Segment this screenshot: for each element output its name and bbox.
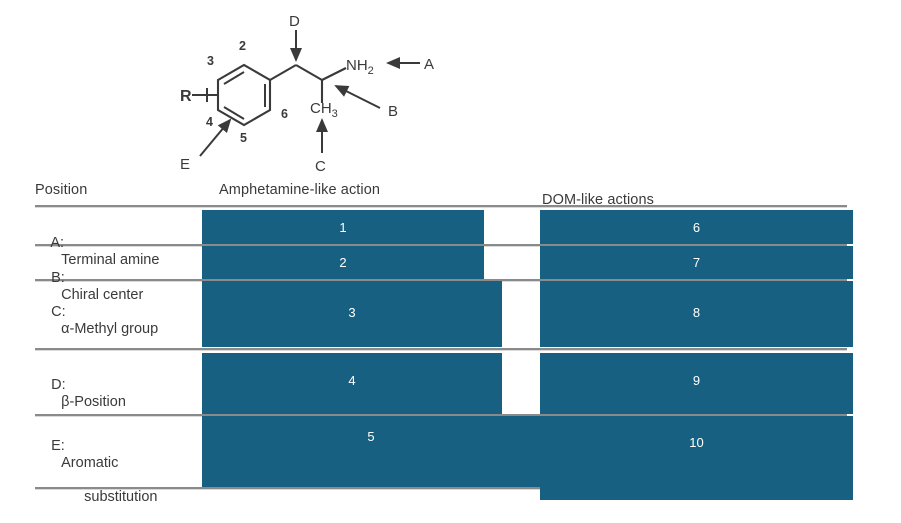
bar-value-dom-d: 9: [692, 373, 701, 388]
row-text-b: Chiral center: [61, 287, 144, 303]
bar-amphetamine-b: [202, 246, 484, 279]
row-text-e: Aromatic: [61, 455, 119, 471]
row-text-e-line2: substitution: [84, 489, 158, 505]
bar-value-dom-c: 8: [692, 305, 701, 320]
chemical-structure-figure: R NH2 CH3 2 3 4 5 6 D A B C: [180, 8, 480, 183]
bar-dom-e: [540, 416, 853, 500]
row-label-b: B: Chiral center: [35, 253, 143, 321]
callout-arrow-B: [334, 85, 381, 109]
callout-label-B: B: [388, 103, 398, 120]
ring-number-6: 6: [281, 107, 288, 121]
row-label-c: C: α-Methyl group: [35, 287, 158, 355]
row-label-d: D: β-Position: [35, 360, 126, 428]
callout-label-A: A: [424, 56, 434, 73]
benzene-ring: [216, 63, 272, 127]
row-label-e: E: Aromatic substitution: [35, 421, 157, 523]
structure-svg: R NH2 CH3 2 3 4 5 6 D A B C: [180, 13, 434, 175]
row-label-a: A: Terminal amine: [35, 218, 159, 286]
bar-value-dom-b: 7: [692, 255, 701, 270]
callout-label-E: E: [180, 156, 190, 173]
label-NH2: NH2: [346, 57, 374, 77]
rule-row-e: [35, 487, 847, 489]
ring-double-bonds: [223, 71, 266, 120]
bar-dom-d: [540, 353, 853, 414]
bar-amphetamine-c: [202, 281, 502, 347]
row-prefix-d: D:: [51, 377, 66, 393]
column-header-amphetamine: Amphetamine-like action: [219, 182, 381, 198]
bar-dom-a: [540, 210, 853, 244]
bar-value-amphetamine-d: 4: [348, 373, 356, 388]
bar-value-amphetamine-e: 5: [367, 429, 375, 444]
rule-row-c: [35, 348, 847, 350]
callout-label-C: C: [315, 158, 326, 175]
row-prefix-a: A:: [50, 235, 65, 251]
bar-value-amphetamine-b: 2: [339, 255, 347, 270]
structure-activity-table: Position Amphetamine-like action DOM-lik…: [0, 178, 901, 514]
bar-amphetamine-e: [202, 416, 540, 487]
column-header-position: Position: [35, 182, 88, 198]
bar-dom-b: [540, 246, 853, 279]
bar-value-dom-a: 6: [692, 220, 701, 235]
row-prefix-b: B:: [51, 270, 65, 286]
ring-number-2: 2: [239, 39, 246, 53]
rule-row-b: [35, 279, 847, 281]
bar-amphetamine-d: [202, 353, 502, 414]
column-header-dom: DOM-like actions: [542, 192, 654, 208]
ring-number-3: 3: [207, 54, 214, 68]
row-prefix-e: E:: [51, 438, 65, 454]
row-prefix-c: C:: [51, 304, 66, 320]
bar-value-amphetamine-c: 3: [348, 305, 356, 320]
bar-value-amphetamine-a: 1: [339, 220, 347, 235]
callout-label-D: D: [289, 13, 300, 30]
ring-number-5: 5: [240, 131, 247, 145]
bar-value-dom-e: 10: [689, 435, 704, 450]
side-chain-bonds: [269, 64, 347, 103]
label-CH3: CH3: [310, 100, 338, 120]
rule-header: [35, 205, 847, 207]
row-text-c: α-Methyl group: [61, 321, 159, 337]
rule-row-a: [35, 244, 847, 246]
rule-row-d: [35, 414, 847, 416]
callout-arrow-E: [199, 118, 232, 157]
label-R: R: [180, 88, 192, 105]
bar-amphetamine-a: [202, 210, 484, 244]
row-text-d: β-Position: [61, 394, 126, 410]
row-text-a: Terminal amine: [61, 252, 160, 268]
bar-dom-c: [540, 281, 853, 347]
ring-number-4: 4: [206, 115, 213, 129]
r-substituent-bond: [192, 88, 218, 102]
